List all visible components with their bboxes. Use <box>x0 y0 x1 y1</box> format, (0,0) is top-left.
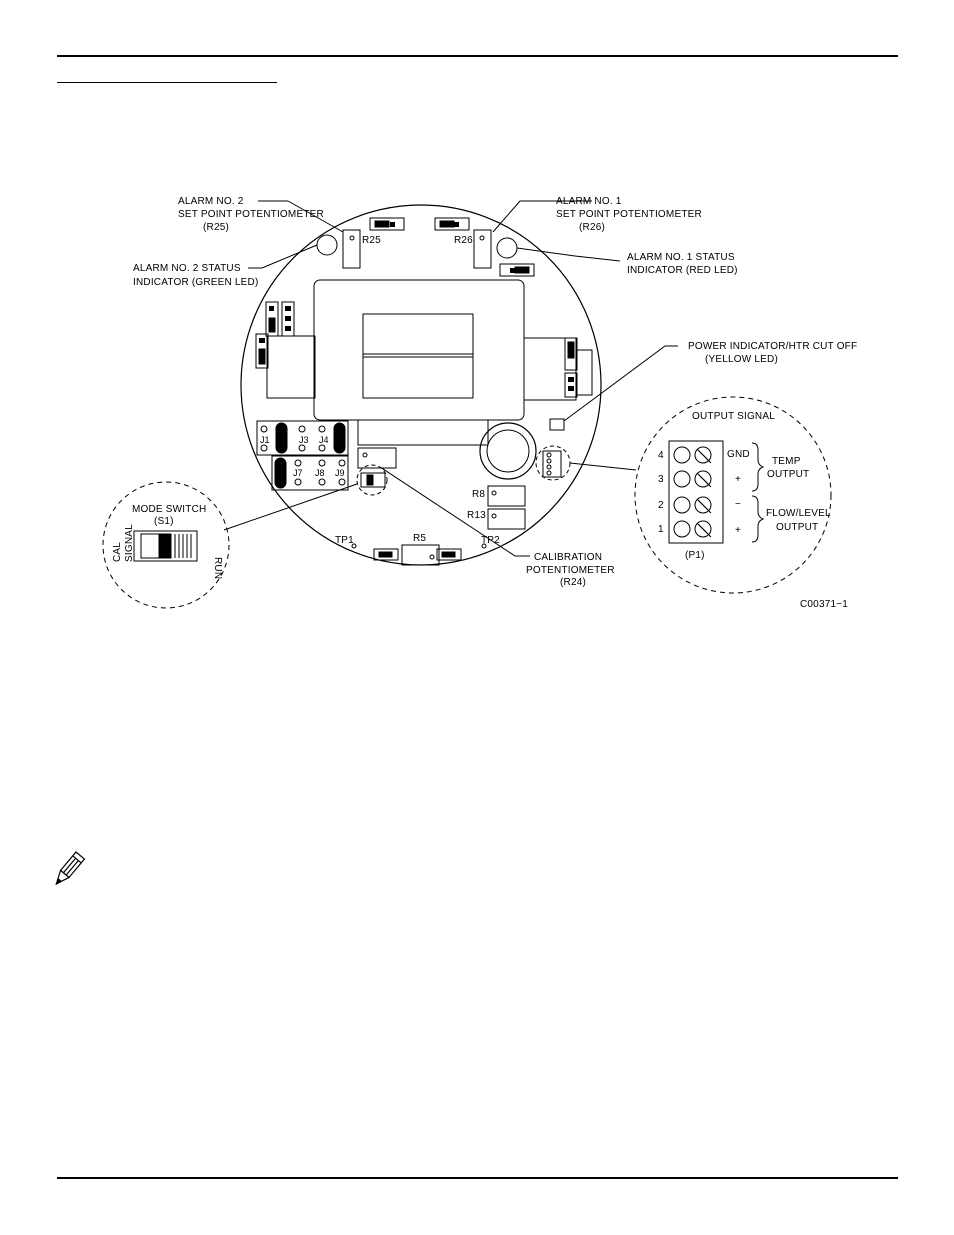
r26-potentiometer <box>473 229 492 269</box>
flow-brace <box>751 495 765 543</box>
run-label: RUN <box>212 557 223 579</box>
temp-brace <box>751 442 765 492</box>
alarm1-label-line3: (R26) <box>579 222 605 233</box>
j3-label: J3 <box>299 435 309 445</box>
section-heading-underline <box>57 82 277 83</box>
temp-output-label-line2: OUTPUT <box>767 469 809 480</box>
terminal-1-label: 1 <box>658 524 664 535</box>
power-indicator-led <box>549 418 565 431</box>
j9-label: J9 <box>335 468 345 478</box>
alarm2-status-label-line1: ALARM NO. 2 STATUS <box>133 263 241 274</box>
right-module <box>523 337 577 401</box>
terminal-screws <box>673 446 712 538</box>
r25-label: R25 <box>362 235 381 246</box>
calibration-label-line2: POTENTIOMETER <box>526 565 615 576</box>
header-rule <box>57 55 898 57</box>
output-signal-detail-circle <box>634 396 832 594</box>
jumper-block-upper <box>256 420 349 456</box>
alarm1-status-label-line2: INDICATOR (RED LED) <box>627 265 738 276</box>
figure-code: C00371−1 <box>800 599 848 610</box>
j1-label: J1 <box>260 435 270 445</box>
round-component-outer <box>479 422 537 480</box>
r24-potentiometer <box>357 447 397 469</box>
alarm1-label-line1: ALARM NO. 1 <box>556 196 622 207</box>
alarm2-label-line2: SET POINT POTENTIOMETER <box>178 209 324 220</box>
r13-label: R13 <box>467 510 486 521</box>
alarm1-label-line2: SET POINT POTENTIOMETER <box>556 209 702 220</box>
j4-label: J4 <box>319 435 329 445</box>
power-indicator-label-line2: (YELLOW LED) <box>705 354 778 365</box>
alarm1-status-led <box>496 237 518 259</box>
gnd-label: GND <box>727 449 750 460</box>
jumper-block-lower <box>271 455 349 491</box>
mode-switch-detail-circle <box>102 481 230 609</box>
j7-label: J7 <box>293 468 303 478</box>
alarm2-label-line3: (R25) <box>203 222 229 233</box>
p1-label: (P1) <box>685 550 705 561</box>
r13-component <box>487 508 526 530</box>
tp2-label: TP2 <box>481 535 500 546</box>
terminal-3-label: 3 <box>658 474 664 485</box>
mode-switch-label-line1: MODE SWITCH <box>132 504 206 515</box>
r26-label: R26 <box>454 235 473 246</box>
terminal-block-p1 <box>668 440 724 544</box>
r8-label: R8 <box>472 489 485 500</box>
display-window <box>362 313 474 399</box>
r8-component <box>487 485 526 507</box>
flow-level-label-line2: OUTPUT <box>776 522 818 533</box>
mode-switch-detail <box>133 530 198 562</box>
footer-rule <box>57 1177 898 1179</box>
alarm2-status-label-line2: INDICATOR (GREEN LED) <box>133 277 259 288</box>
signal-label: SIGNAL <box>124 524 135 562</box>
mode-switch-label-line2: (S1) <box>154 516 174 527</box>
temp-output-label-line1: TEMP <box>772 456 801 467</box>
flow-plus-label: + <box>735 525 741 536</box>
r5-label: R5 <box>413 533 426 544</box>
flow-minus-label: − <box>735 499 741 510</box>
temp-plus-label: + <box>735 474 741 485</box>
alarm2-status-led <box>316 234 338 256</box>
left-module <box>266 335 316 399</box>
terminal-2-label: 2 <box>658 500 664 511</box>
alarm1-status-label-line1: ALARM NO. 1 STATUS <box>627 252 735 263</box>
calibration-label-line3: (R24) <box>560 577 586 588</box>
power-indicator-label-line1: POWER INDICATOR/HTR CUT OFF <box>688 341 857 352</box>
flow-level-label-line1: FLOW/LEVEL <box>766 508 831 519</box>
cal-label: CAL <box>112 542 123 562</box>
terminal-4-label: 4 <box>658 450 664 461</box>
j8-label: J8 <box>315 468 325 478</box>
tp1-label: TP1 <box>335 535 354 546</box>
alarm2-label-line1: ALARM NO. 2 <box>178 196 244 207</box>
r5-component <box>401 544 440 566</box>
board-outline <box>240 204 602 566</box>
output-signal-title: OUTPUT SIGNAL <box>692 411 775 422</box>
board-mode-switch <box>360 472 386 488</box>
calibration-label-line1: CALIBRATION <box>534 552 602 563</box>
r25-potentiometer <box>342 229 361 269</box>
display-module <box>313 279 525 421</box>
